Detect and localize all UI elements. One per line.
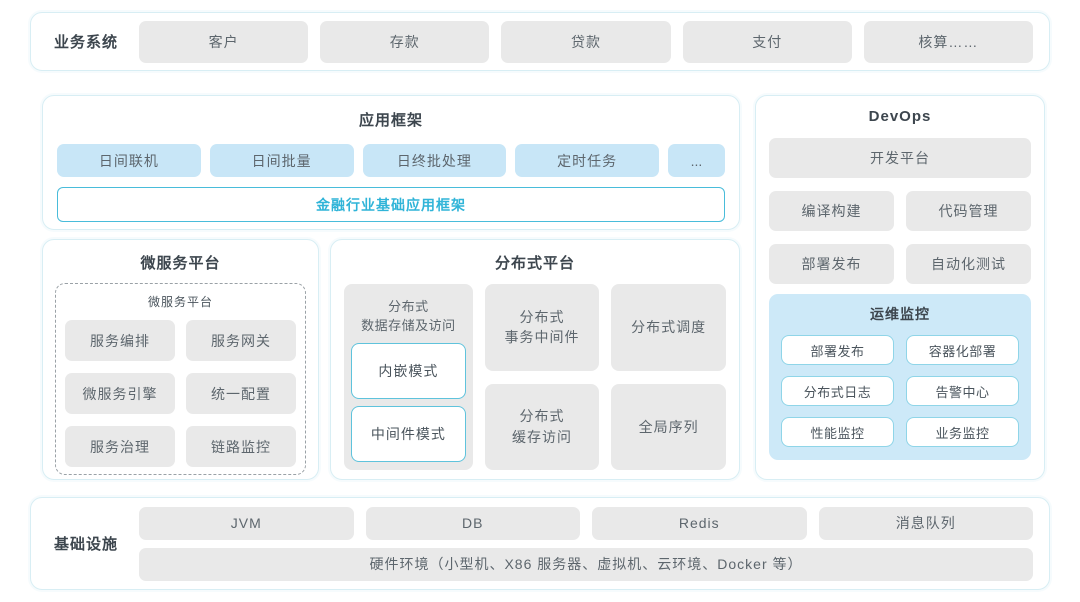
infra-redis: Redis	[592, 506, 807, 540]
monitor-deploy-release: 部署发布	[781, 335, 894, 365]
distributed-scheduling: 分布式调度	[611, 284, 727, 371]
devops-title: DevOps	[868, 108, 932, 125]
chip-more: ...	[668, 144, 725, 177]
devops-items: 编译构建 代码管理 部署发布 自动化测试	[769, 191, 1031, 284]
infrastructure-band: 基础设施 JVM DB Redis 消息队列 硬件环境（小型机、X86 服务器、…	[30, 497, 1050, 590]
monitor-alert-center: 告警中心	[906, 376, 1019, 406]
service-gateway: 服务网关	[186, 320, 296, 361]
distributed-panel: 分布式平台 分布式 数据存储及访问 内嵌模式 中间件模式 分布式 事务中间件 分…	[330, 239, 740, 480]
distributed-storage-label: 分布式 数据存储及访问	[361, 299, 456, 333]
monitor-business: 业务监控	[906, 417, 1019, 447]
business-system-accounting: 核算……	[863, 20, 1034, 63]
devops-panel: DevOps 开发平台 编译构建 代码管理 部署发布 自动化测试 运维监控 部署…	[755, 95, 1045, 480]
microservice-engine: 微服务引擎	[65, 373, 175, 414]
business-system-deposit: 存款	[320, 20, 490, 63]
distributed-col-2: 分布式 事务中间件 分布式 缓存访问	[484, 284, 600, 470]
monitor-performance: 性能监控	[781, 417, 894, 447]
infra-jvm: JVM	[139, 506, 354, 540]
business-system-payment: 支付	[682, 20, 852, 63]
ops-monitoring-panel: 运维监控 部署发布 容器化部署 分布式日志 告警中心 性能监控 业务监控	[769, 294, 1031, 460]
infra-message-queue: 消息队列	[818, 506, 1033, 540]
middleware-mode-box: 中间件模式	[351, 405, 466, 462]
infrastructure-content: JVM DB Redis 消息队列 硬件环境（小型机、X86 服务器、虚拟机、云…	[139, 506, 1033, 581]
service-governance: 服务治理	[65, 426, 175, 467]
infrastructure-items: JVM DB Redis 消息队列	[139, 506, 1033, 540]
chip-eod-batch: 日终批处理	[362, 144, 507, 177]
ops-monitoring-title: 运维监控	[870, 306, 930, 322]
microservice-title: 微服务平台	[140, 255, 221, 272]
infra-db: DB	[365, 506, 580, 540]
microservice-inner-title: 微服务平台	[147, 295, 213, 309]
app-framework-panel: 应用框架 日间联机 日间批量 日终批处理 定时任务 ... 金融行业基础应用框架	[42, 95, 740, 230]
distributed-storage-box: 分布式 数据存储及访问 内嵌模式 中间件模式	[344, 284, 473, 470]
app-framework-chips: 日间联机 日间批量 日终批处理 定时任务 ...	[57, 144, 725, 177]
monitor-distributed-log: 分布式日志	[781, 376, 894, 406]
microservice-inner-box: 微服务平台 服务编排 服务网关 微服务引擎 统一配置 服务治理 链路监控	[55, 283, 306, 475]
devops-build: 编译构建	[769, 191, 894, 231]
global-sequence: 全局序列	[611, 383, 727, 470]
distributed-cache-access: 分布式 缓存访问	[484, 383, 600, 470]
ops-monitoring-items: 部署发布 容器化部署 分布式日志 告警中心 性能监控 业务监控	[781, 335, 1019, 447]
embedded-mode-box: 内嵌模式	[351, 342, 466, 399]
chip-daytime-batch: 日间批量	[209, 144, 354, 177]
business-systems-label: 业务系统	[53, 34, 118, 51]
distributed-col-3: 分布式调度 全局序列	[611, 284, 727, 470]
distributed-transaction-middleware: 分布式 事务中间件	[484, 284, 600, 371]
devops-auto-test: 自动化测试	[906, 244, 1031, 284]
tracing-monitor: 链路监控	[186, 426, 296, 467]
unified-config: 统一配置	[186, 373, 296, 414]
microservice-items: 服务编排 服务网关 微服务引擎 统一配置 服务治理 链路监控	[65, 320, 296, 467]
business-system-customer: 客户	[139, 20, 309, 63]
distributed-grid: 分布式 数据存储及访问 内嵌模式 中间件模式 分布式 事务中间件 分布式 缓存访…	[344, 284, 727, 470]
distributed-title: 分布式平台	[494, 255, 575, 272]
devops-dev-platform: 开发平台	[769, 138, 1031, 178]
chip-daytime-online: 日间联机	[57, 144, 201, 177]
monitor-container-deploy: 容器化部署	[906, 335, 1019, 365]
devops-deploy: 部署发布	[769, 244, 894, 284]
app-framework-title: 应用框架	[358, 112, 423, 129]
devops-code-mgmt: 代码管理	[906, 191, 1031, 231]
chip-scheduled-task: 定时任务	[515, 144, 659, 177]
service-orchestration: 服务编排	[65, 320, 175, 361]
business-systems-items: 客户 存款 贷款 支付 核算……	[139, 20, 1034, 63]
infrastructure-label: 基础设施	[53, 536, 118, 553]
business-systems-band: 业务系统 客户 存款 贷款 支付 核算……	[30, 12, 1050, 71]
microservice-panel: 微服务平台 微服务平台 服务编排 服务网关 微服务引擎 统一配置 服务治理 链路…	[42, 239, 319, 480]
hardware-environment-box: 硬件环境（小型机、X86 服务器、虚拟机、云环境、Docker 等）	[139, 547, 1033, 581]
business-system-loan: 贷款	[501, 20, 671, 63]
base-framework-box: 金融行业基础应用框架	[57, 187, 725, 222]
